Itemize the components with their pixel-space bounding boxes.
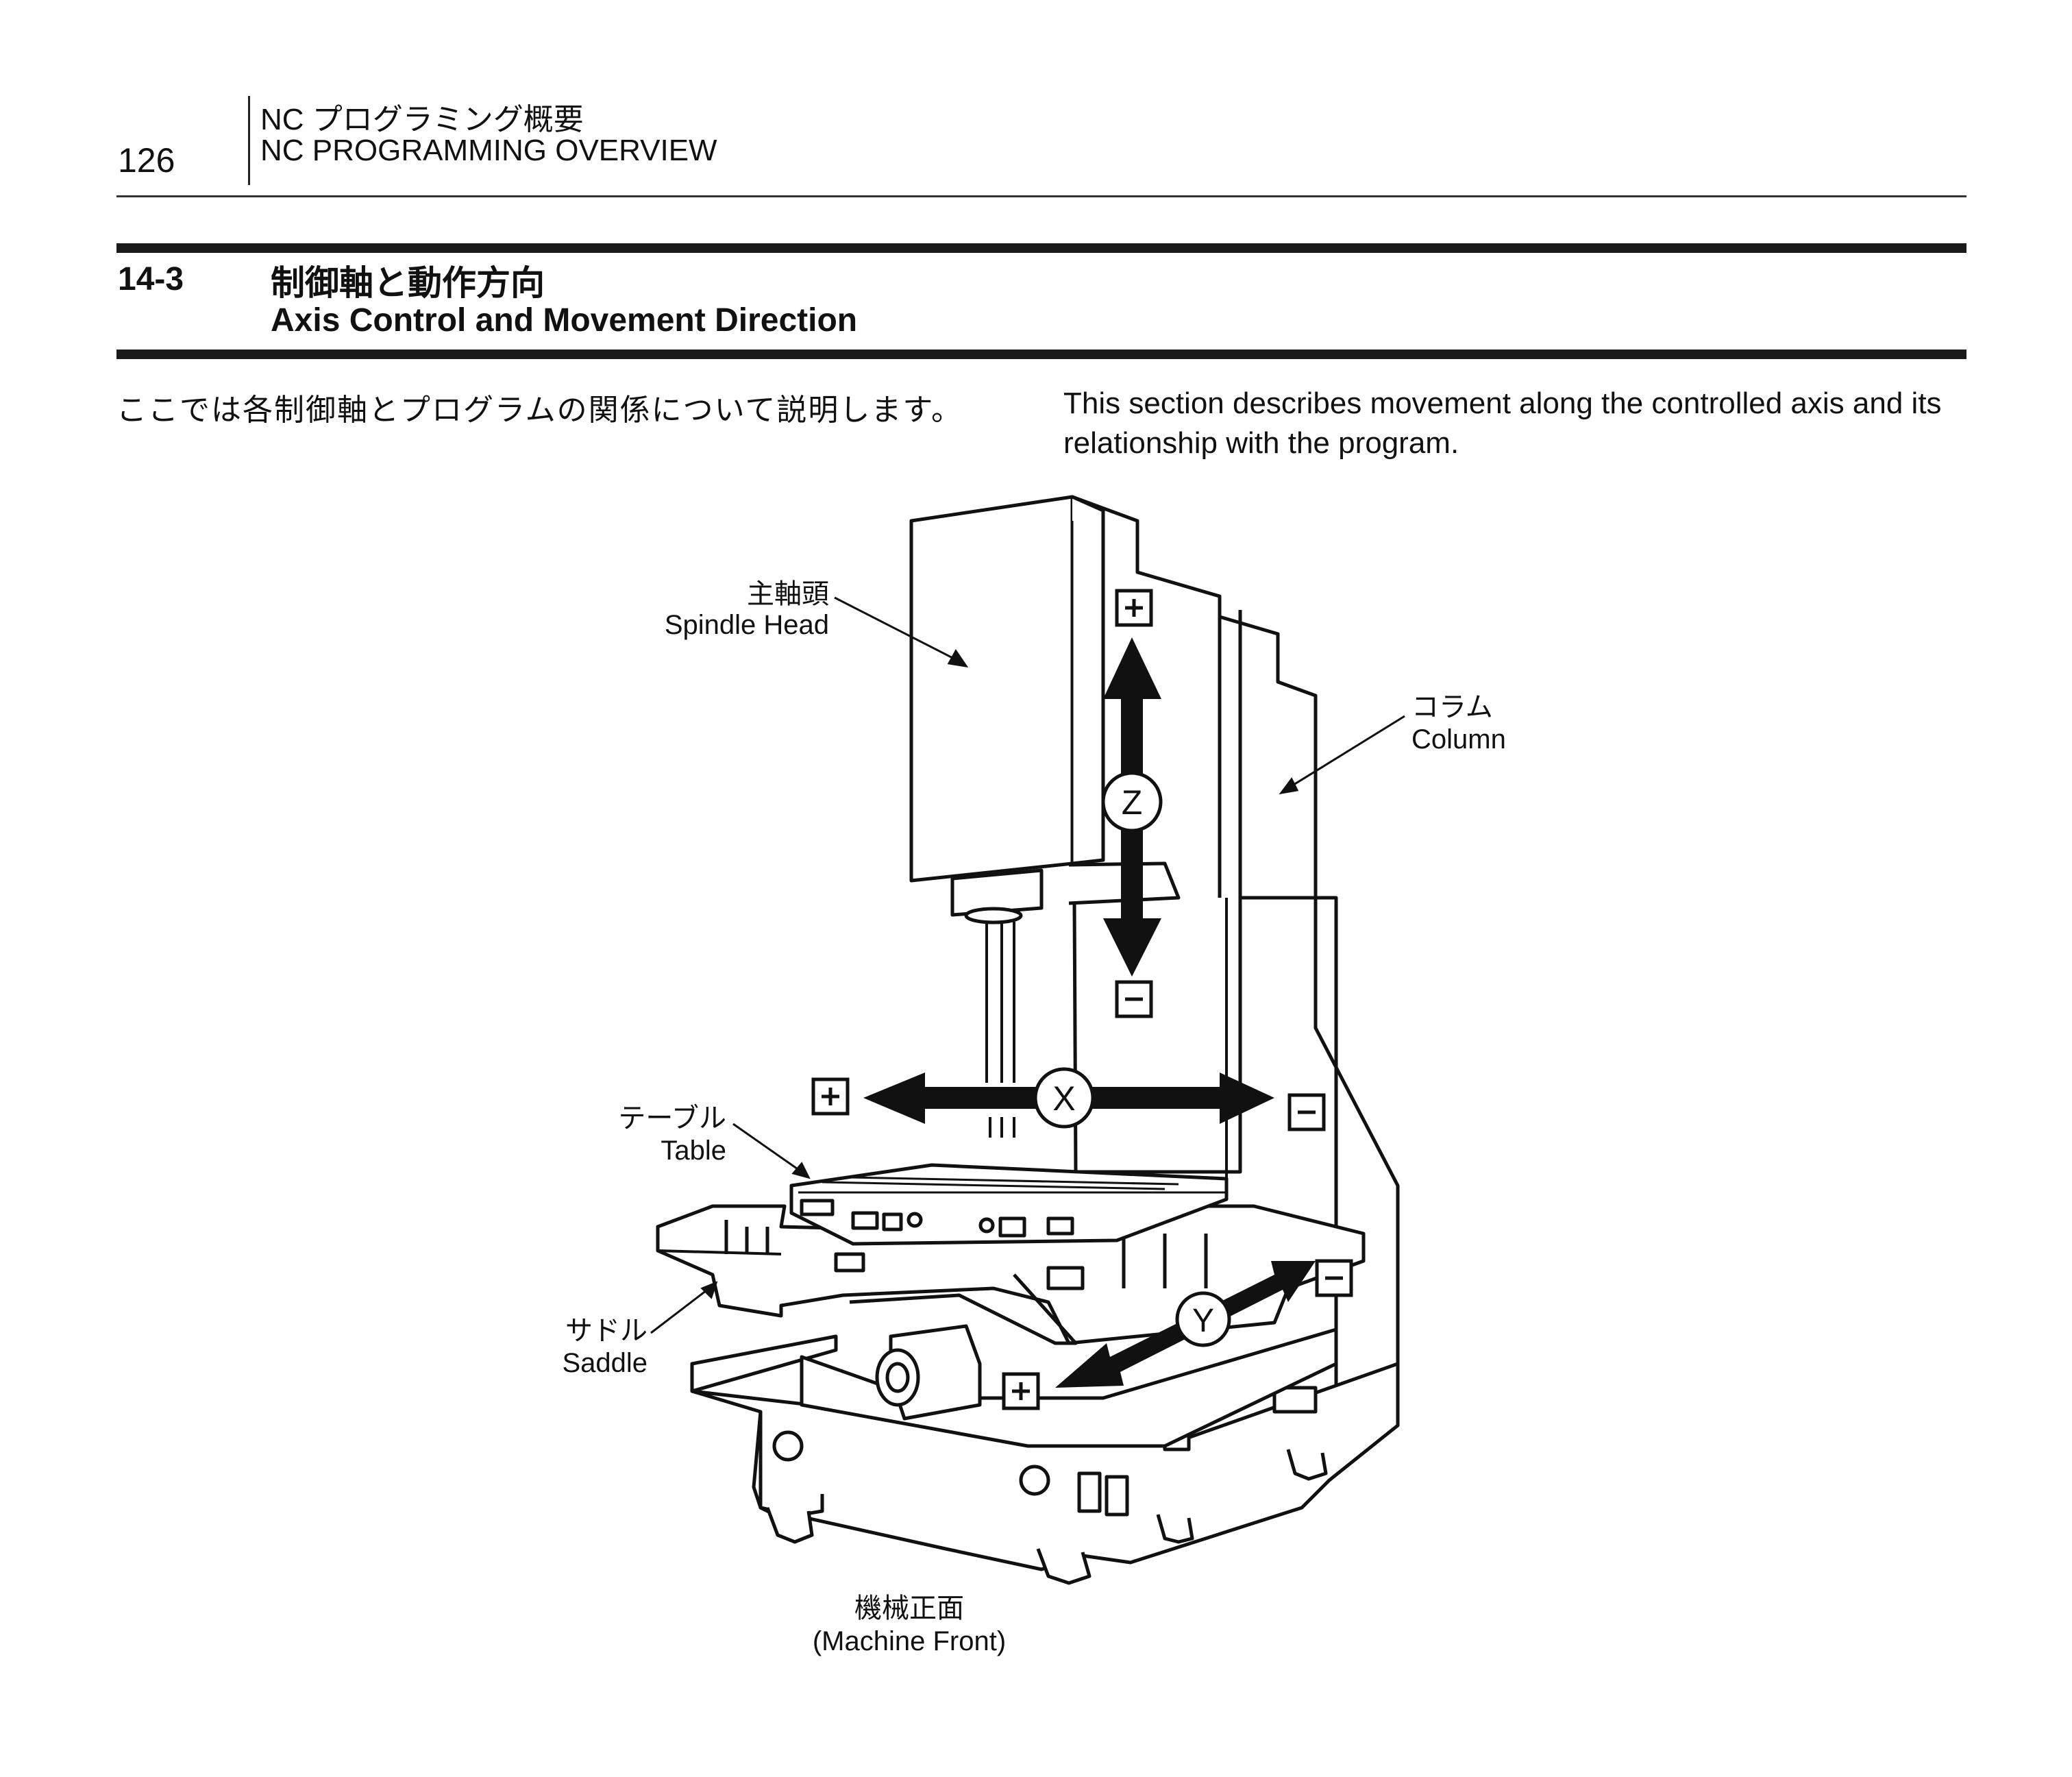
label-table-en: Table xyxy=(661,1136,726,1166)
section-title-jp: 制御軸と動作方向 xyxy=(271,264,545,302)
y-axis-letter: Y xyxy=(1192,1303,1214,1339)
y-axis-marker xyxy=(1175,1291,1231,1347)
spindle-head-shape xyxy=(909,495,1074,883)
label-spindle-head-en: Spindle Head xyxy=(665,610,829,640)
section-number: 14-3 xyxy=(118,261,184,297)
intro-text-en: This section describes movement along th… xyxy=(1063,387,1942,460)
label-saddle-jp: サドル xyxy=(565,1316,648,1346)
label-machine-front-jp: 機械正面 xyxy=(854,1593,964,1623)
section-rule-bottom xyxy=(116,350,1966,359)
header-rule xyxy=(116,195,1966,197)
label-spindle-head-jp: 主軸頭 xyxy=(747,579,829,609)
section-rule-top xyxy=(116,243,1966,253)
page-number: 126 xyxy=(118,141,175,180)
label-column-en: Column xyxy=(1411,724,1506,755)
label-column-jp: コラム xyxy=(1411,692,1493,722)
section-title-en: Axis Control and Movement Direction xyxy=(271,302,858,339)
z-axis-marker xyxy=(1101,771,1163,833)
label-saddle-en: Saddle xyxy=(562,1348,648,1378)
z-axis-letter: Z xyxy=(1122,783,1143,822)
label-table-jp: テーブル xyxy=(618,1103,726,1133)
header-divider xyxy=(248,96,250,185)
x-axis-letter: X xyxy=(1052,1079,1075,1118)
label-machine-front-en: (Machine Front) xyxy=(813,1626,1006,1656)
intro-text-jp: ここでは各制御軸とプログラムの関係について説明します。 xyxy=(116,393,963,427)
x-axis-marker xyxy=(1033,1067,1095,1129)
z-minus-icon xyxy=(1115,980,1153,1018)
saddle-rails xyxy=(690,1334,838,1393)
header-title-en: NC PROGRAMMING OVERVIEW xyxy=(260,134,717,167)
header-title-jp: NC プログラミング概要 xyxy=(260,103,584,136)
